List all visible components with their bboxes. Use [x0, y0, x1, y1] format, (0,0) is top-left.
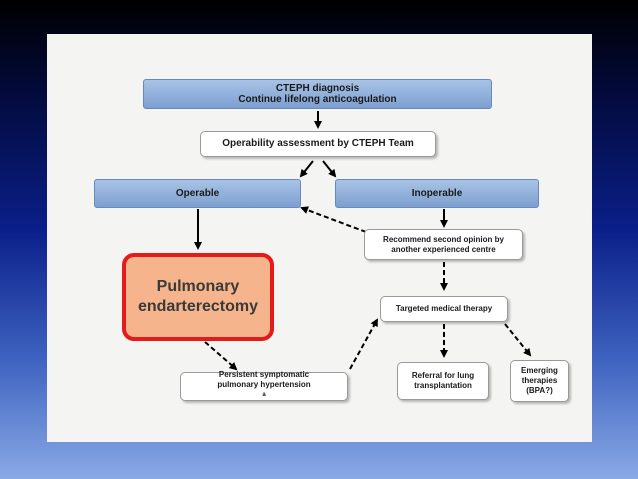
- persistent-line-2: pulmonary hypertension a: [217, 380, 310, 403]
- node-cteph-diagnosis: CTEPH diagnosis Continue lifelong antico…: [143, 79, 492, 109]
- emerging-line-3: (BPA?): [526, 386, 553, 395]
- node-operability-assessment: Operability assessment by CTEPH Team: [200, 131, 436, 157]
- arrow-second-opinion-to-operable: [300, 206, 367, 233]
- arrow-targeted-to-emerging: [504, 323, 532, 357]
- referral-line-2: transplantation: [414, 381, 472, 390]
- emerging-line-1: Emerging: [521, 366, 558, 375]
- operable-label: Operable: [175, 188, 220, 199]
- emerging-line-2: therapies: [521, 376, 558, 385]
- node-operable: Operable: [94, 179, 301, 208]
- diagnosis-line-2: Continue lifelong anticoagulation: [238, 94, 397, 105]
- arrow-assessment-to-operable: [299, 160, 314, 178]
- persistent-line-2-text: pulmonary hypertension: [217, 380, 311, 390]
- inoperable-label: Inoperable: [411, 188, 463, 199]
- node-persistent-ph: Persistent symptomatic pulmonary hyperte…: [180, 370, 348, 403]
- node-emerging-therapies: Emerging therapies (BPA?): [510, 360, 569, 402]
- arrow-persistent-to-targeted: [349, 318, 378, 370]
- referral-line-1: Referral for lung: [411, 371, 475, 380]
- node-second-opinion: Recommend second opinion by another expe…: [364, 229, 523, 260]
- node-targeted-medical-therapy: Targeted medical therapy: [380, 296, 508, 322]
- node-referral-lung-transplantation: Referral for lung transplantation: [397, 362, 489, 400]
- second-opinion-line-2: another experienced centre: [391, 244, 496, 254]
- arrow-assessment-to-inoperable: [322, 160, 337, 178]
- node-pulmonary-endarterectomy: Pulmonary endarterectomy: [122, 253, 274, 341]
- second-opinion-line-1: Recommend second opinion by: [383, 234, 504, 244]
- footnote-marker: a: [262, 392, 266, 399]
- node-inoperable: Inoperable: [335, 179, 539, 208]
- persistent-line-1: Persistent symptomatic: [218, 370, 310, 380]
- arrow-pea-to-persistent: [204, 341, 238, 371]
- pea-line-1: Pulmonary: [156, 278, 240, 295]
- pea-line-2: endarterectomy: [137, 298, 259, 315]
- targeted-label: Targeted medical therapy: [395, 304, 493, 313]
- diagnosis-line-1: CTEPH diagnosis: [275, 83, 360, 94]
- assessment-label: Operability assessment by CTEPH Team: [222, 138, 414, 149]
